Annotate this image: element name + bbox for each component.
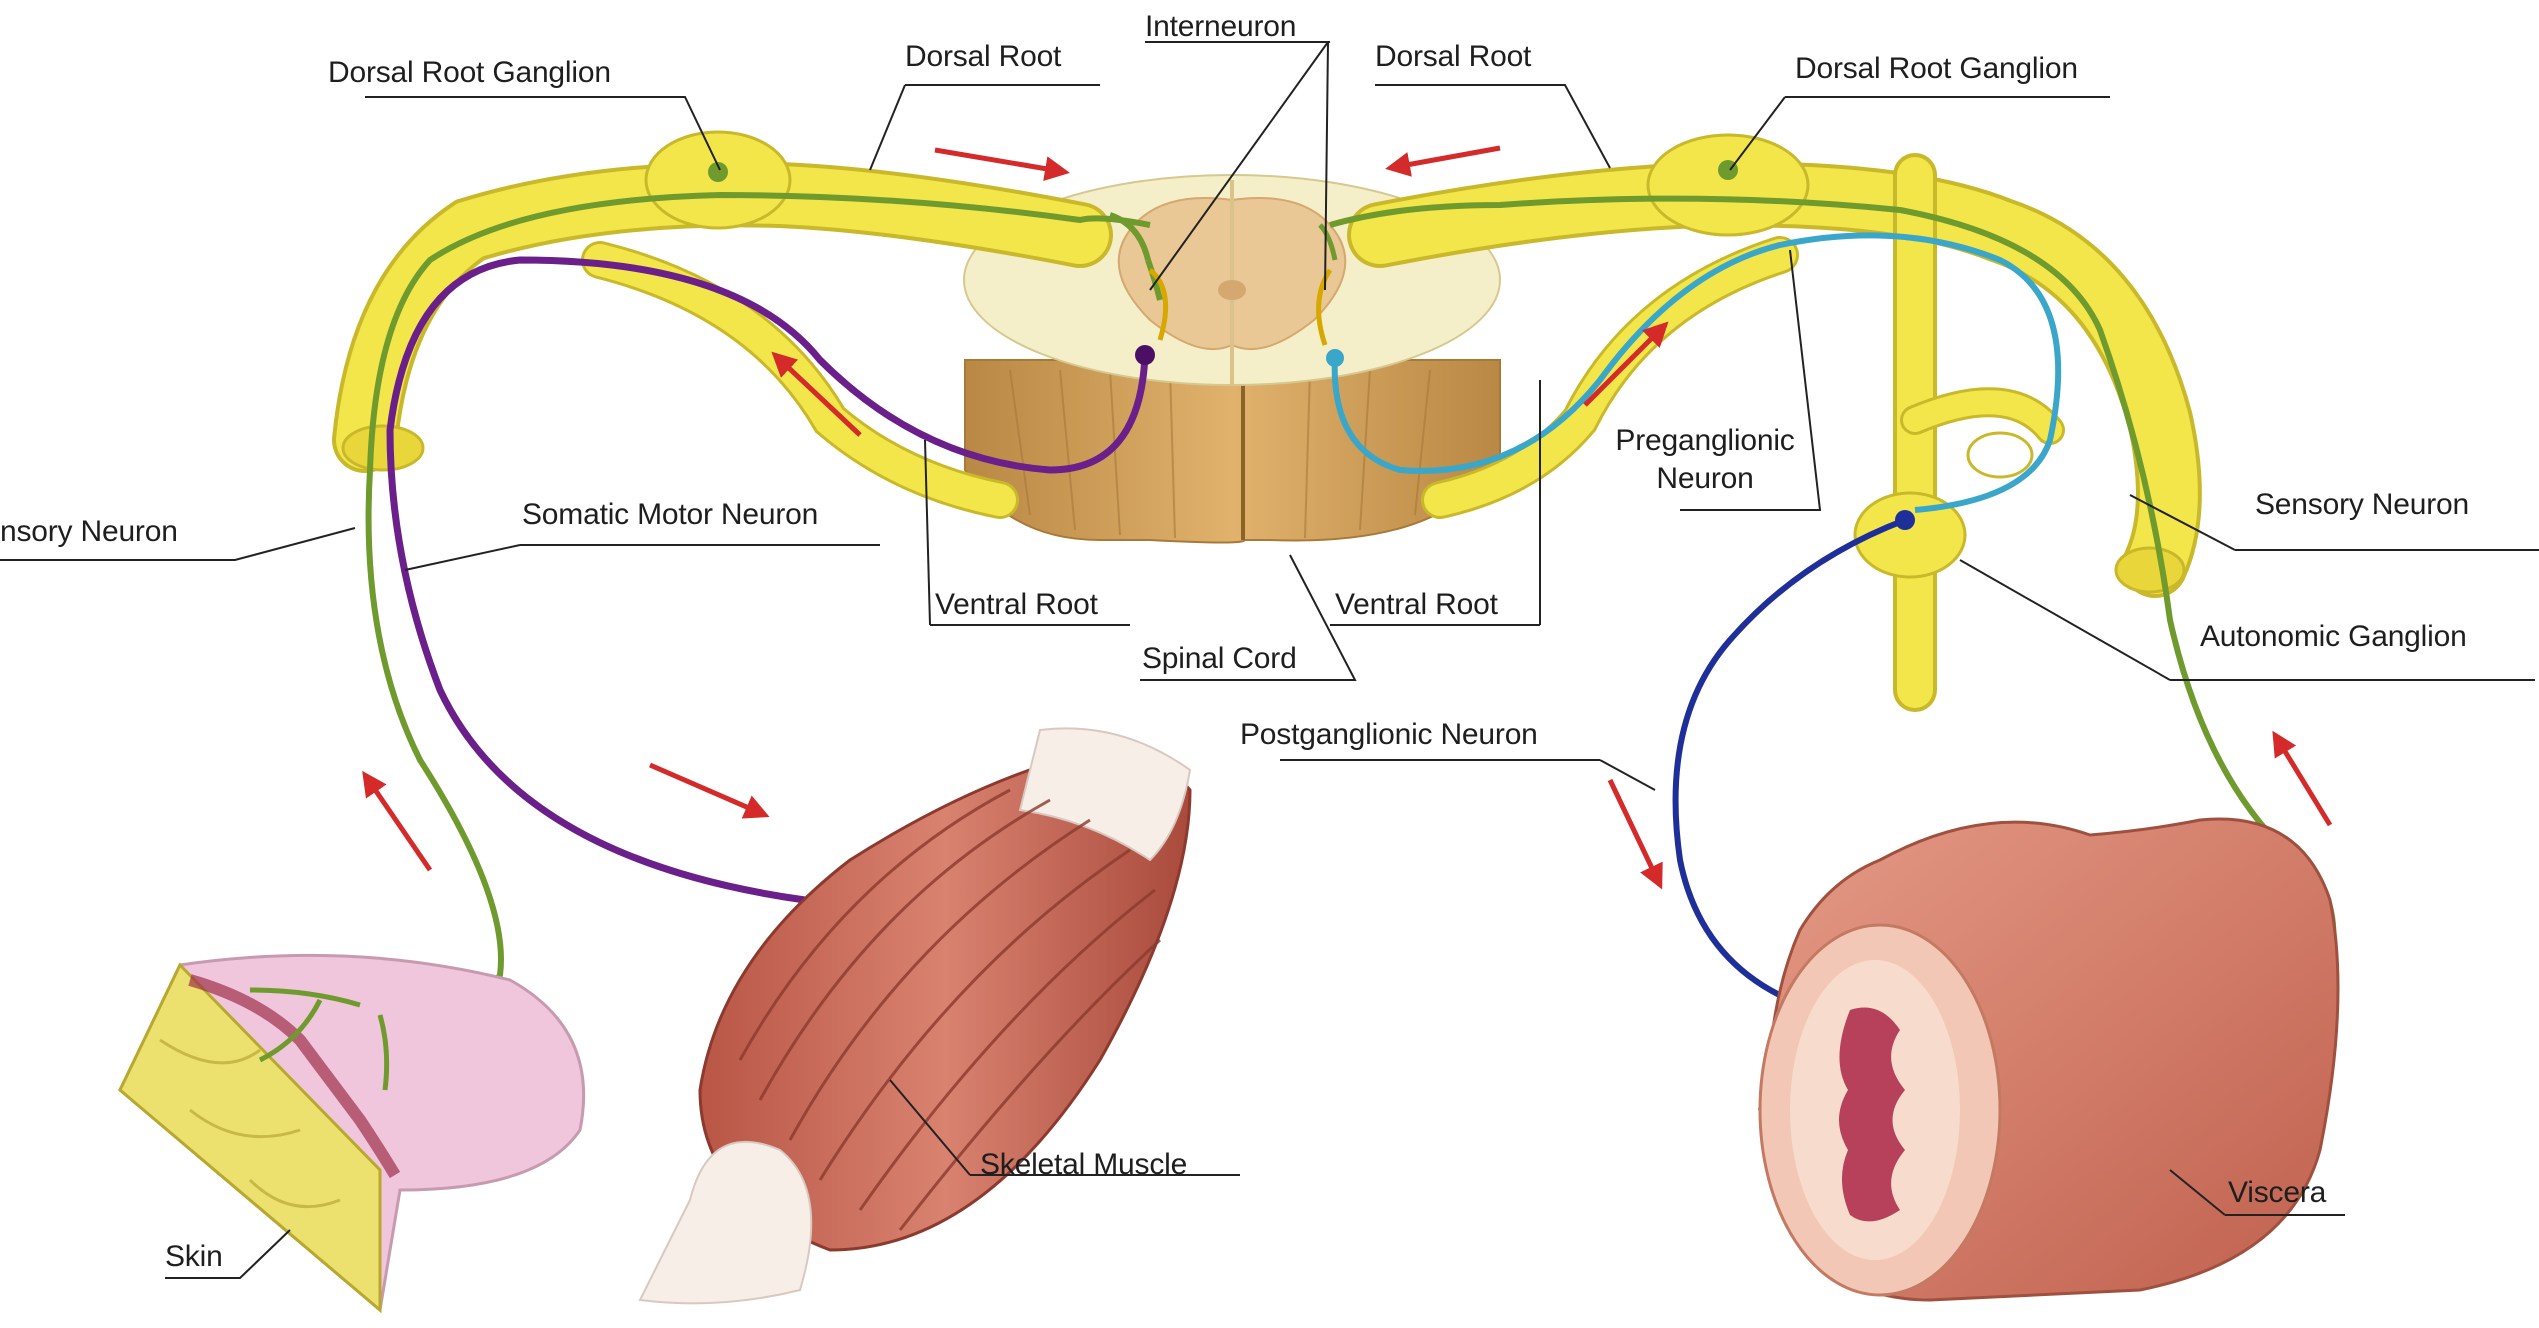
label-postganglionic-neuron: Postganglionic Neuron	[1240, 718, 1538, 752]
label-interneuron: Interneuron	[1145, 10, 1296, 44]
label-preganglionic-neuron: Preganglionic Neuron	[1585, 422, 1825, 498]
label-viscera: Viscera	[2228, 1176, 2326, 1210]
skeletal-muscle-tissue	[640, 728, 1190, 1303]
label-dorsal-root-ganglion-right: Dorsal Root Ganglion	[1795, 52, 2078, 86]
label-autonomic-ganglion: Autonomic Ganglion	[2200, 620, 2467, 654]
label-skeletal-muscle: Skeletal Muscle	[980, 1148, 1187, 1182]
label-sensory-neuron-left: nsory Neuron	[0, 515, 178, 549]
label-dorsal-root-right: Dorsal Root	[1375, 40, 1531, 74]
label-ventral-root-right: Ventral Root	[1335, 588, 1498, 622]
right-nerve-end	[2116, 548, 2184, 592]
label-spinal-cord: Spinal Cord	[1142, 642, 1297, 676]
viscera-tissue	[1760, 819, 2338, 1300]
right-dorsal-root-ganglion	[1648, 135, 1808, 235]
label-ventral-root-left: Ventral Root	[935, 588, 1098, 622]
label-sensory-neuron-right: Sensory Neuron	[2255, 488, 2469, 522]
label-somatic-motor-neuron: Somatic Motor Neuron	[522, 498, 818, 532]
label-dorsal-root-left: Dorsal Root	[905, 40, 1061, 74]
label-skin: Skin	[165, 1240, 223, 1274]
left-nerve-end	[343, 426, 423, 470]
label-dorsal-root-ganglion-left: Dorsal Root Ganglion	[328, 56, 611, 90]
